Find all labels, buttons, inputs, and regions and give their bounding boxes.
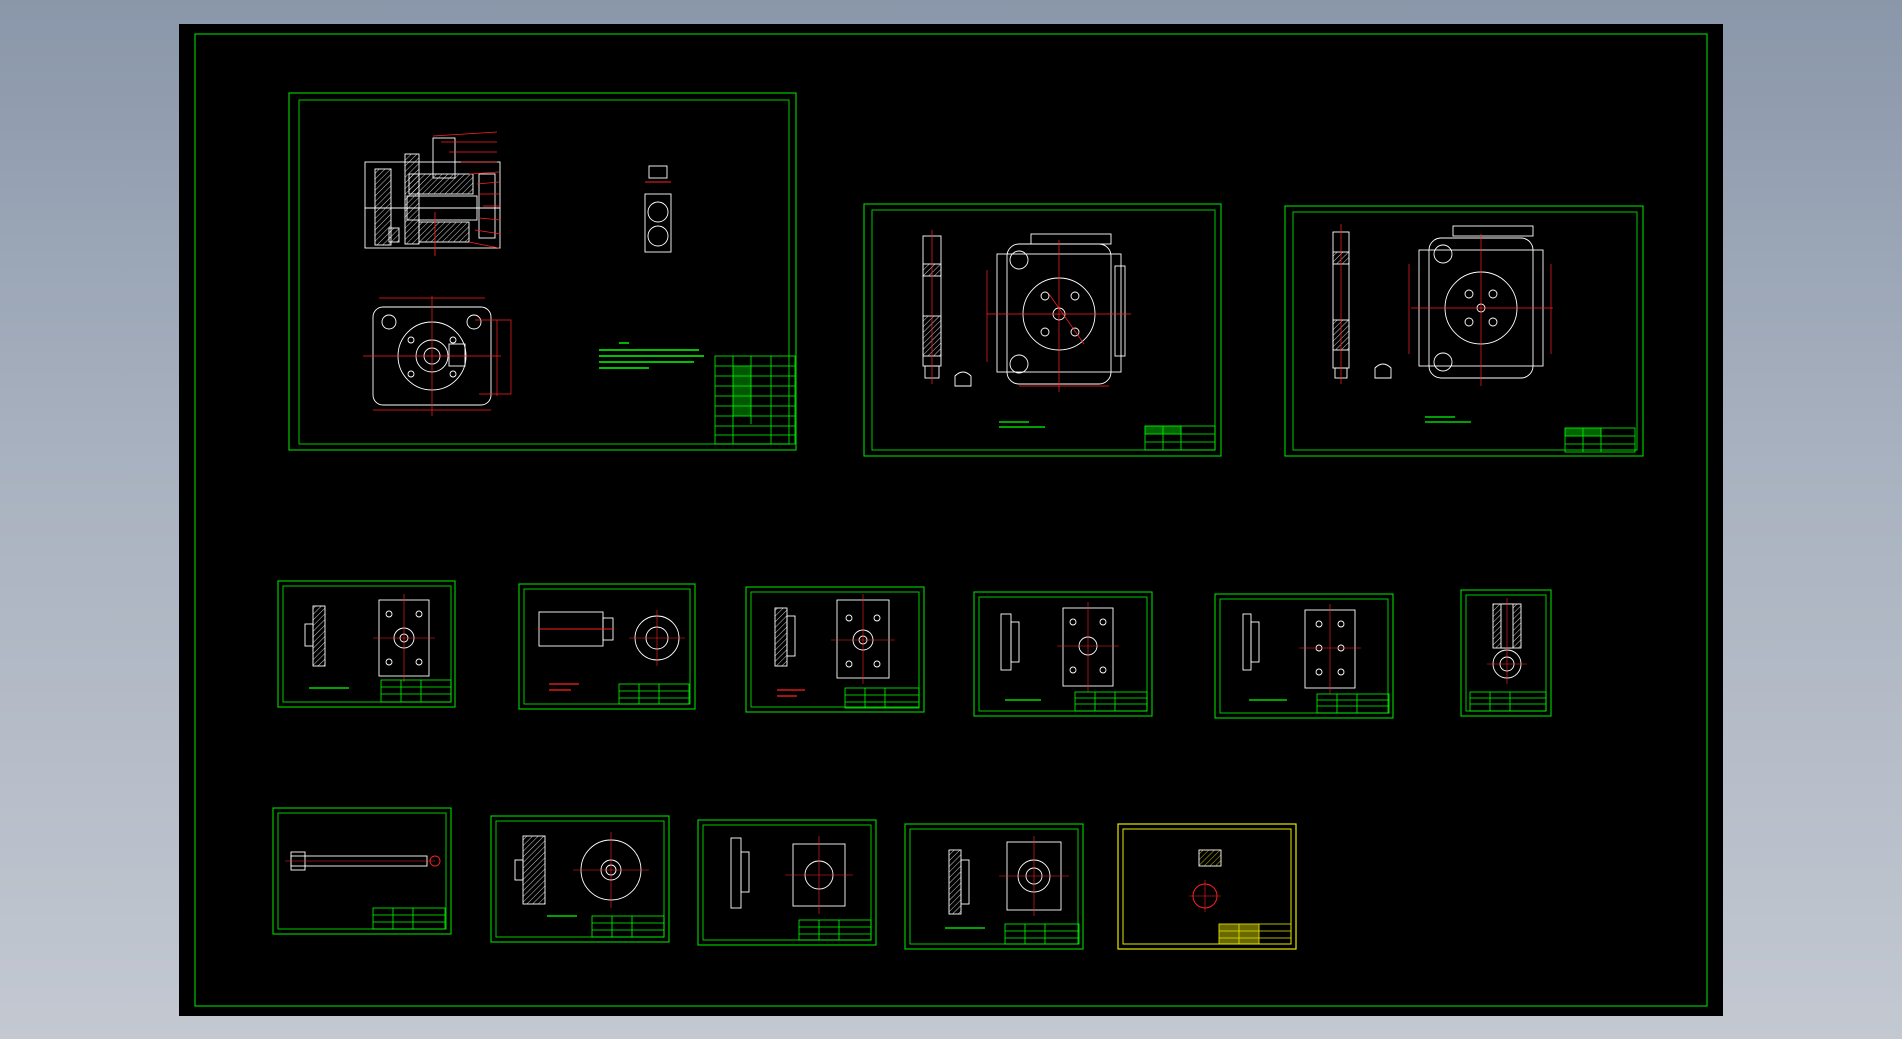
sheet-part-drawing-8: [1460, 589, 1552, 717]
assembly-notes: [599, 342, 704, 369]
assembly-plan-dims: [363, 296, 512, 416]
part1-notes: [999, 421, 1045, 428]
sheet-part-drawing-6: [973, 591, 1153, 717]
part2-title-block: [1564, 427, 1636, 453]
assembly-leader-lines: [432, 131, 502, 256]
main-border: [194, 33, 1708, 1007]
sheet-part-drawing-11: [697, 819, 877, 946]
sheet-part-drawing-3: [277, 580, 456, 708]
assembly-detail-bushing: [644, 165, 672, 253]
sheet-part-drawing-12: [904, 823, 1084, 950]
sheet-part-drawing-9: [272, 807, 452, 935]
drawing-svg: [194, 33, 1708, 1007]
assembly-title-block: [714, 355, 796, 445]
sheet-part-drawing-10: [490, 815, 670, 943]
cad-model-space[interactable]: [179, 24, 1723, 1016]
part2-notes: [1425, 416, 1471, 423]
sheet-assembly-drawing: [288, 92, 797, 451]
sheet-part-drawing-1: [863, 203, 1222, 457]
sheet-part-drawing-2: [1284, 205, 1644, 457]
sheet-part-drawing-13: [1117, 823, 1297, 950]
part1-title-block: [1144, 425, 1216, 451]
assembly-section-view: [364, 137, 501, 249]
sheet-part-drawing-5: [745, 586, 925, 713]
sheet-part-drawing-7: [1214, 593, 1394, 719]
sheet-part-drawing-4: [518, 583, 696, 710]
